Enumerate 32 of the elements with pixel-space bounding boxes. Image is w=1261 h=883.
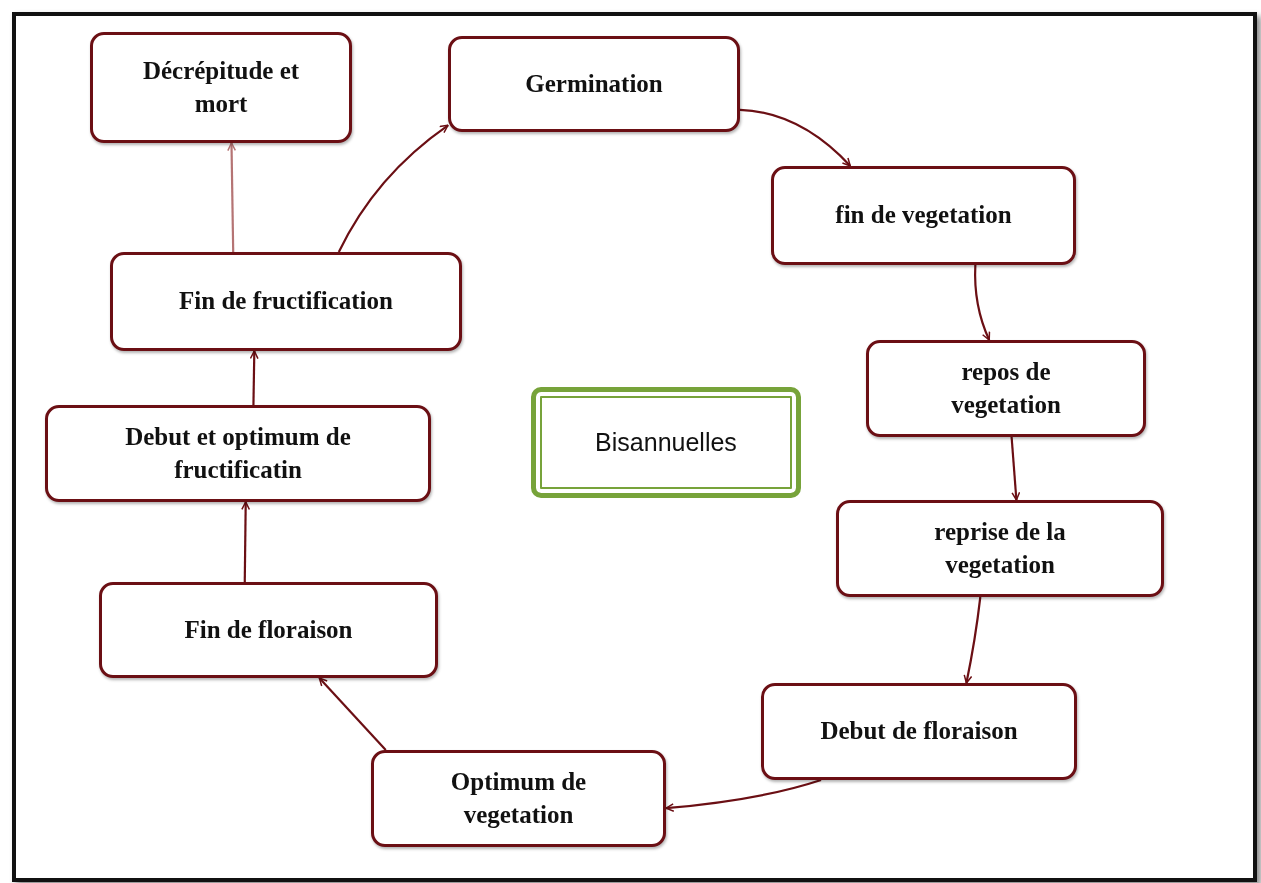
stage-box bbox=[99, 582, 438, 678]
box-label: Debut et optimum de fructificatin bbox=[124, 422, 352, 485]
arrow bbox=[227, 142, 237, 252]
arrow bbox=[249, 350, 259, 405]
arrow bbox=[963, 596, 982, 684]
box-label: reprise de la vegetation bbox=[933, 517, 1067, 580]
arrow bbox=[337, 124, 449, 253]
stage-box bbox=[836, 500, 1164, 597]
stage-box bbox=[110, 252, 462, 351]
box-label: Décrépitude et mort bbox=[141, 56, 301, 119]
box-label: Fin de fructification bbox=[179, 286, 393, 317]
stage-box bbox=[771, 166, 1076, 265]
arrow bbox=[739, 108, 852, 167]
stage-box bbox=[448, 36, 740, 132]
stage-box bbox=[371, 750, 666, 847]
stage-box bbox=[90, 32, 352, 143]
title-box bbox=[531, 387, 801, 498]
box-label: Bisannuelles bbox=[595, 427, 737, 459]
box-label: fin de vegetation bbox=[835, 200, 1012, 231]
box-label: Debut de floraison bbox=[820, 716, 1018, 747]
stage-box bbox=[45, 405, 431, 502]
arrow bbox=[241, 501, 251, 582]
stage-box bbox=[761, 683, 1077, 780]
box-label: Fin de floraison bbox=[184, 614, 353, 645]
box-label: repos de vegetation bbox=[950, 357, 1062, 420]
box-label: Optimum de vegetation bbox=[449, 767, 588, 830]
arrow bbox=[318, 677, 387, 751]
arrow bbox=[974, 264, 991, 341]
arrow bbox=[665, 778, 822, 812]
arrow bbox=[1010, 436, 1021, 501]
box-label: Germination bbox=[525, 68, 663, 99]
stage-box bbox=[866, 340, 1146, 437]
